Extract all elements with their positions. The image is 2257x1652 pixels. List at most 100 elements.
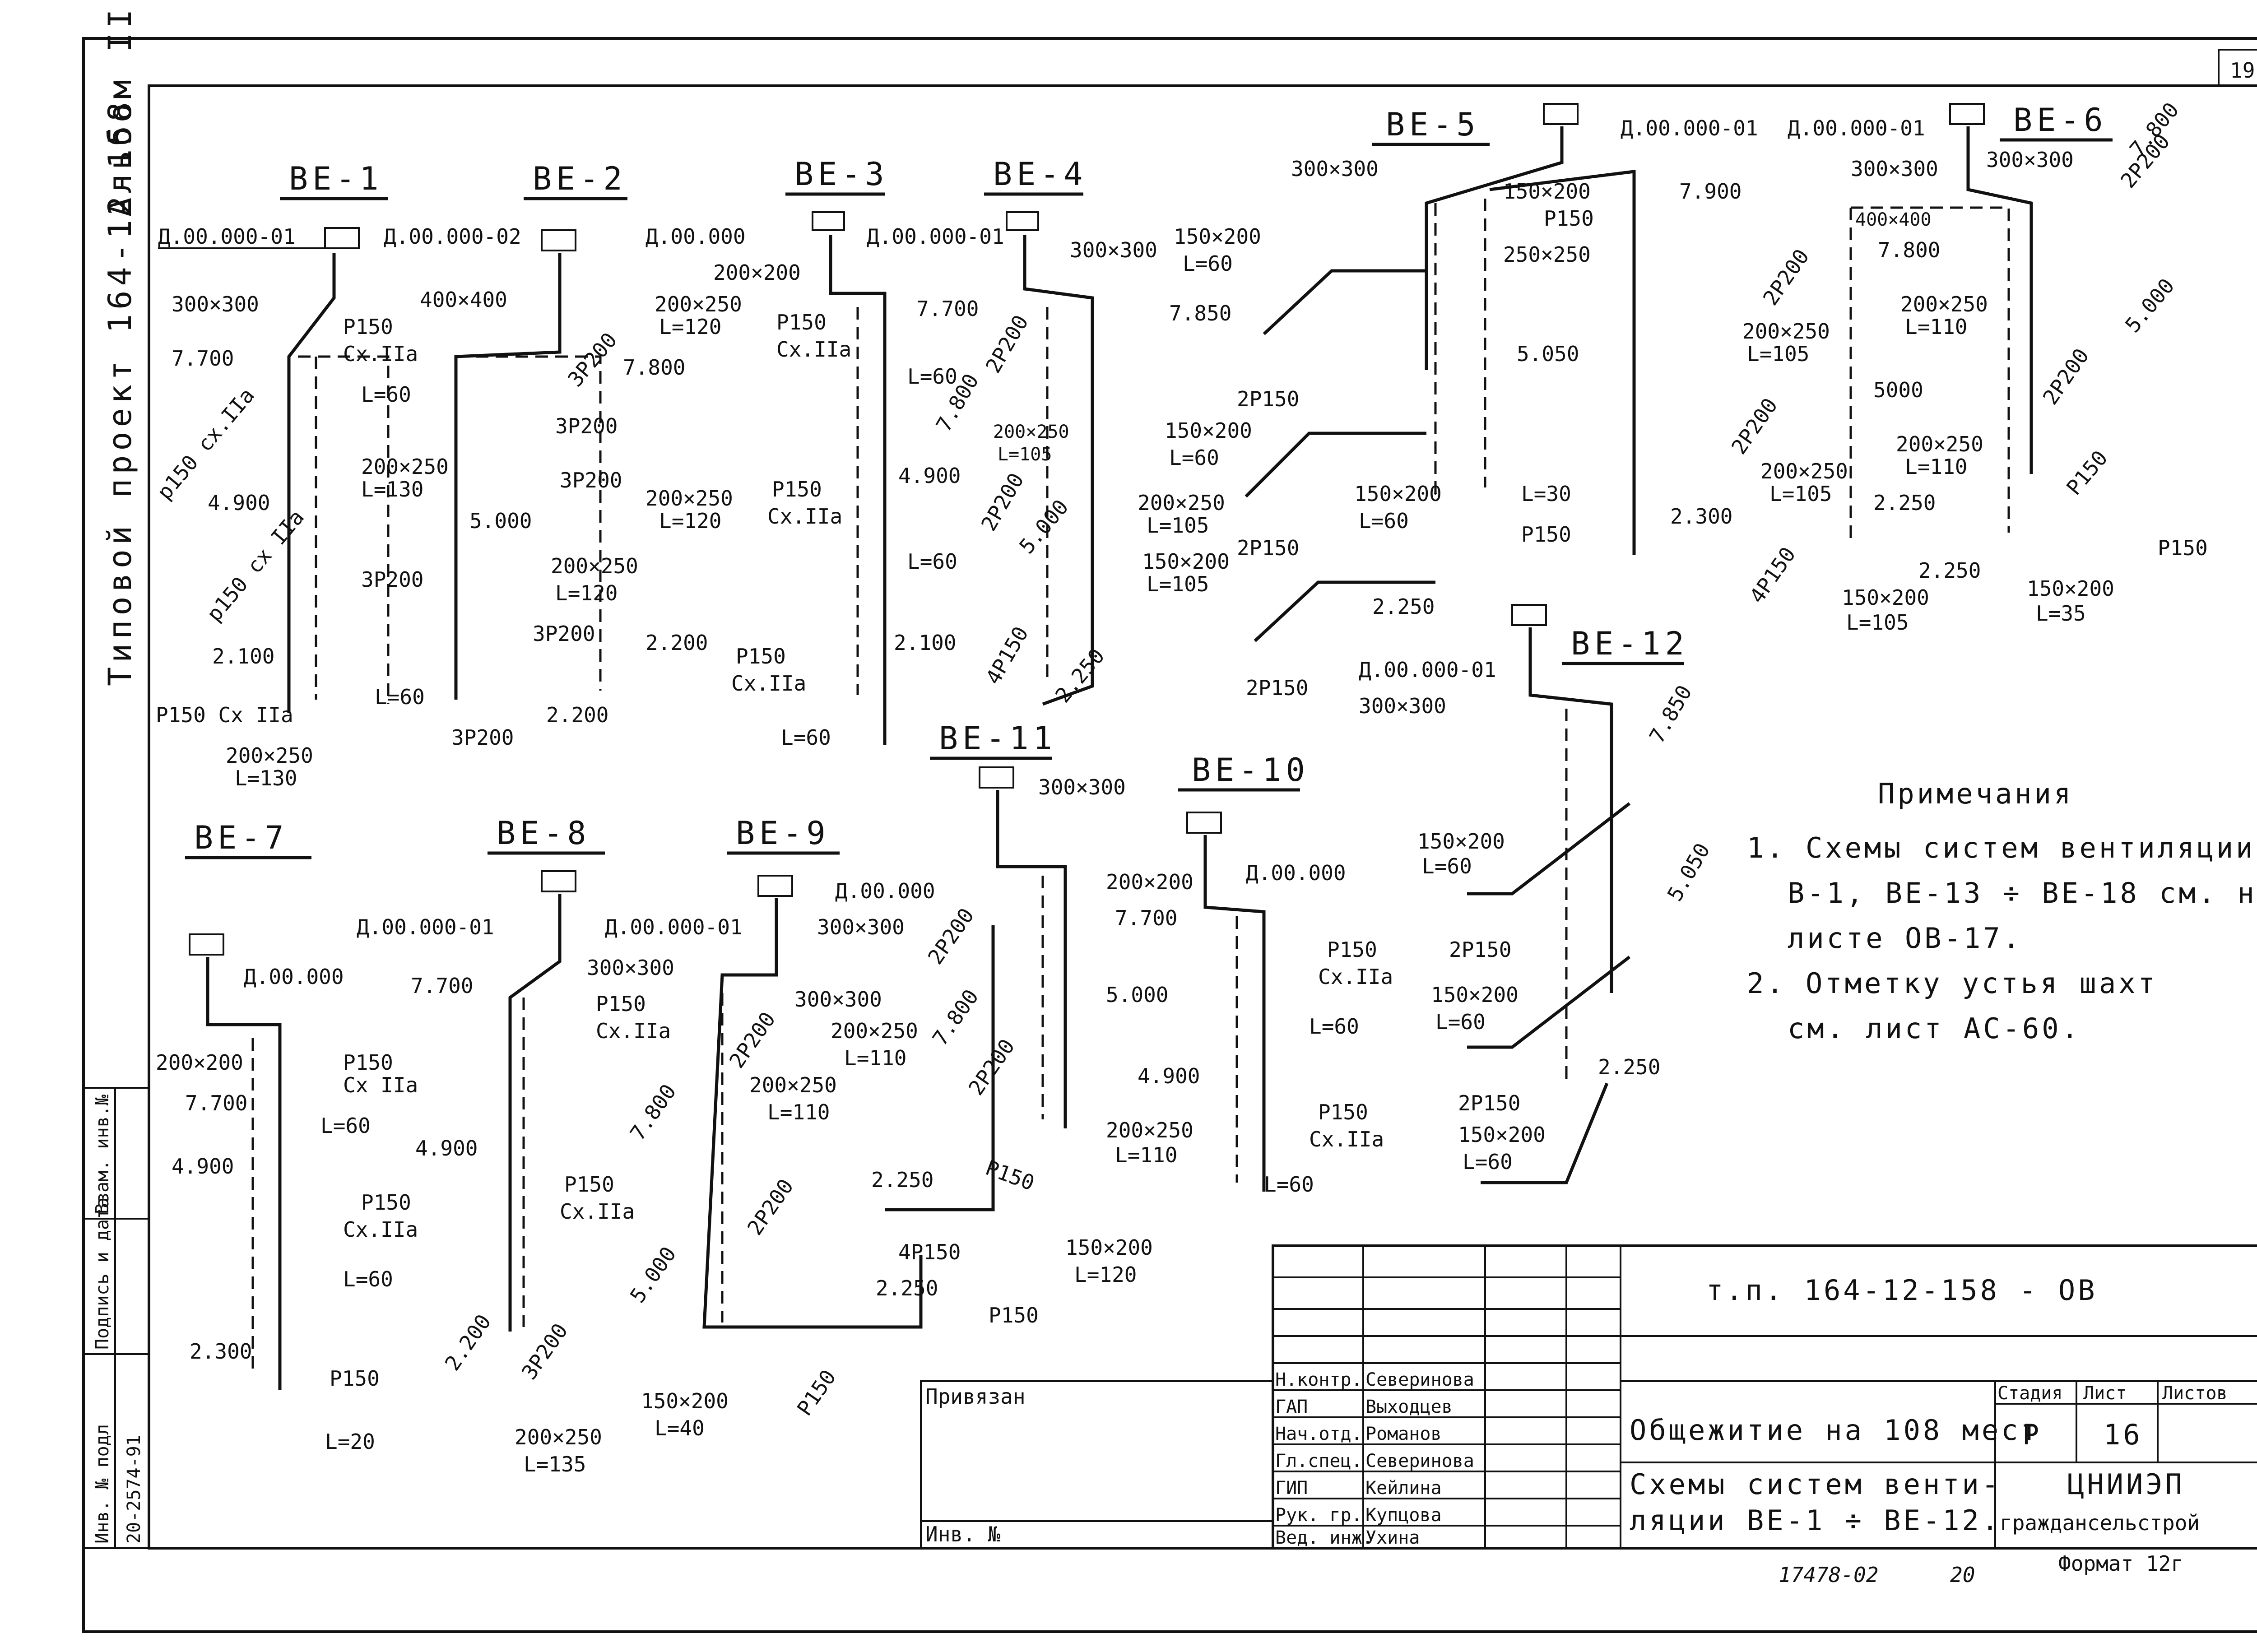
- svg-text:200×250: 200×250: [749, 1073, 837, 1097]
- svg-text:Д.00.000-01: Д.00.000-01: [158, 224, 296, 249]
- notes: Примечания 1. Схемы систем вентиляции В-…: [1747, 777, 2257, 1045]
- svg-text:7.850: 7.850: [1644, 681, 1697, 747]
- svg-text:L=60: L=60: [1435, 1010, 1486, 1034]
- inv-label: Инв. №: [925, 1522, 1000, 1546]
- svg-text:200×250: 200×250: [551, 554, 638, 578]
- svg-text:L=60: L=60: [907, 549, 957, 574]
- svg-text:L=30: L=30: [1521, 482, 1571, 506]
- svg-text:Д.00.000: Д.00.000: [1246, 861, 1346, 885]
- svg-text:250×250: 250×250: [1503, 242, 1591, 267]
- svg-text:200×250: 200×250: [226, 743, 313, 768]
- svg-text:Сх.IIа: Сх.IIа: [1309, 1127, 1384, 1151]
- svg-text:200×250: 200×250: [993, 422, 1069, 442]
- svg-text:Д.00.000: Д.00.000: [646, 224, 746, 249]
- svg-text:Р150: Р150: [982, 1155, 1038, 1196]
- svg-text:L=120: L=120: [1074, 1262, 1137, 1287]
- svg-text:7.800: 7.800: [625, 1080, 681, 1145]
- sheets-label: Листов: [2162, 1383, 2228, 1404]
- svg-text:4.900: 4.900: [1138, 1064, 1200, 1088]
- system-title: ВЕ-2: [533, 160, 627, 197]
- svg-text:200×250: 200×250: [1138, 491, 1225, 515]
- system-title: ВЕ-7: [194, 819, 288, 856]
- svg-text:300×300: 300×300: [587, 956, 674, 980]
- svg-text:Сх.IIа: Сх.IIа: [343, 1217, 418, 1242]
- system-ve-3: ВЕ-3 Д.00.000 200×200 Р150 Сх.IIа 7.700 …: [646, 156, 979, 750]
- svg-text:5.000: 5.000: [625, 1242, 681, 1307]
- svg-text:4.900: 4.900: [898, 464, 961, 488]
- system-title: ВЕ-10: [1192, 752, 1310, 789]
- system-ve-9: ВЕ-9 Д.00.000-01 300×300 300×300 2Р200 7…: [605, 815, 923, 1440]
- svg-text:Р150: Р150: [343, 1050, 393, 1075]
- svg-text:L=60: L=60: [1463, 1150, 1513, 1174]
- svg-text:200×250: 200×250: [1742, 319, 1830, 343]
- svg-text:Д.00.000-02: Д.00.000-02: [384, 224, 521, 249]
- svg-text:Гл.спец.: Гл.спец.: [1275, 1451, 1362, 1471]
- svg-text:5000: 5000: [1873, 378, 1923, 402]
- svg-text:7.800: 7.800: [623, 355, 685, 380]
- svg-text:2.100: 2.100: [894, 631, 956, 655]
- svg-text:Р150: Р150: [1521, 522, 1571, 547]
- svg-text:Сх.IIа: Сх.IIа: [1318, 965, 1393, 989]
- copy-code: 17478-02: [1779, 1563, 1879, 1587]
- svg-text:2.250: 2.250: [1050, 644, 1109, 707]
- svg-text:Кейлина: Кейлина: [1365, 1478, 1442, 1499]
- svg-text:Д.00.000-01: Д.00.000-01: [1621, 116, 1758, 140]
- svg-text:150×200: 150×200: [1354, 482, 1442, 506]
- note-line: В-1, ВЕ-13 ÷ ВЕ-18 см. на: [1788, 877, 2257, 910]
- system-title: ВЕ-11: [939, 720, 1057, 757]
- svg-text:7.800: 7.800: [928, 985, 984, 1050]
- svg-text:2Р150: 2Р150: [1237, 536, 1299, 560]
- svg-text:2.250: 2.250: [1873, 491, 1936, 515]
- svg-text:L=105: L=105: [1147, 513, 1209, 538]
- svg-text:200×250: 200×250: [515, 1425, 602, 1449]
- svg-text:200×250: 200×250: [1896, 432, 1983, 456]
- project-header: Типовой проект 164-12-158: [102, 97, 139, 686]
- svg-text:150×200: 150×200: [1417, 829, 1505, 854]
- title-block: т.п. 164-12-158 - ОВ Общежитие на 108 ме…: [920, 1244, 2257, 1550]
- svg-text:L=60: L=60: [320, 1114, 371, 1138]
- svg-text:L=120: L=120: [555, 581, 618, 605]
- svg-text:7.700: 7.700: [916, 297, 979, 321]
- svg-text:Сх.IIа: Сх.IIа: [767, 504, 842, 529]
- svg-text:2.250: 2.250: [871, 1168, 933, 1192]
- svg-text:Нач.отд.: Нач.отд.: [1275, 1424, 1362, 1444]
- svg-text:L=110: L=110: [1905, 455, 1967, 479]
- system-title: ВЕ-8: [497, 815, 591, 852]
- system-title: ВЕ-1: [289, 160, 383, 197]
- deflector-icon: [757, 875, 793, 897]
- stamp-sign: Подпись и дата: [92, 1197, 113, 1350]
- svg-text:150×200: 150×200: [1431, 983, 1519, 1007]
- svg-text:L=60: L=60: [781, 725, 831, 750]
- svg-text:Р150: Р150: [343, 315, 393, 339]
- svg-text:200×200: 200×200: [156, 1050, 243, 1075]
- svg-text:7.850: 7.850: [1169, 301, 1231, 325]
- stage-value: Р: [2022, 1418, 2042, 1451]
- svg-text:2.300: 2.300: [1670, 504, 1732, 529]
- svg-text:L=105: L=105: [1769, 482, 1832, 506]
- svg-text:200×200: 200×200: [1106, 870, 1194, 894]
- svg-text:L=110: L=110: [1115, 1143, 1177, 1167]
- svg-text:Д.00.000: Д.00.000: [244, 965, 344, 989]
- svg-text:7.700: 7.700: [172, 346, 234, 371]
- system-ve-11: ВЕ-11 300×300 Д.00.000 2Р200 7.800 2Р200…: [835, 720, 1194, 1327]
- svg-text:Р150: Р150: [564, 1172, 614, 1197]
- svg-text:L=120: L=120: [659, 315, 721, 339]
- svg-text:150×200: 150×200: [1165, 418, 1252, 443]
- sheet-number-box: [2218, 49, 2257, 87]
- svg-text:Д.00.000-01: Д.00.000-01: [1359, 658, 1496, 682]
- svg-text:3Р200: 3Р200: [563, 328, 622, 391]
- svg-text:ГАП: ГАП: [1275, 1397, 1308, 1417]
- svg-text:3Р200: 3Р200: [451, 725, 514, 750]
- stage-label: Стадия: [1997, 1383, 2063, 1404]
- svg-text:2Р200: 2Р200: [724, 1007, 780, 1072]
- svg-text:Н.контр.: Н.контр.: [1275, 1369, 1362, 1390]
- system-title: ВЕ-5: [1386, 106, 1480, 143]
- svg-text:5.000: 5.000: [469, 509, 532, 533]
- svg-text:150×200: 150×200: [1842, 585, 1929, 610]
- svg-text:Д.00.000: Д.00.000: [835, 879, 935, 903]
- svg-text:150×200: 150×200: [1065, 1235, 1153, 1260]
- svg-text:Северинова: Северинова: [1365, 1369, 1474, 1390]
- svg-text:р150 сх IIа: р150 сх IIа: [202, 505, 309, 626]
- svg-text:Р150: Р150: [596, 992, 646, 1016]
